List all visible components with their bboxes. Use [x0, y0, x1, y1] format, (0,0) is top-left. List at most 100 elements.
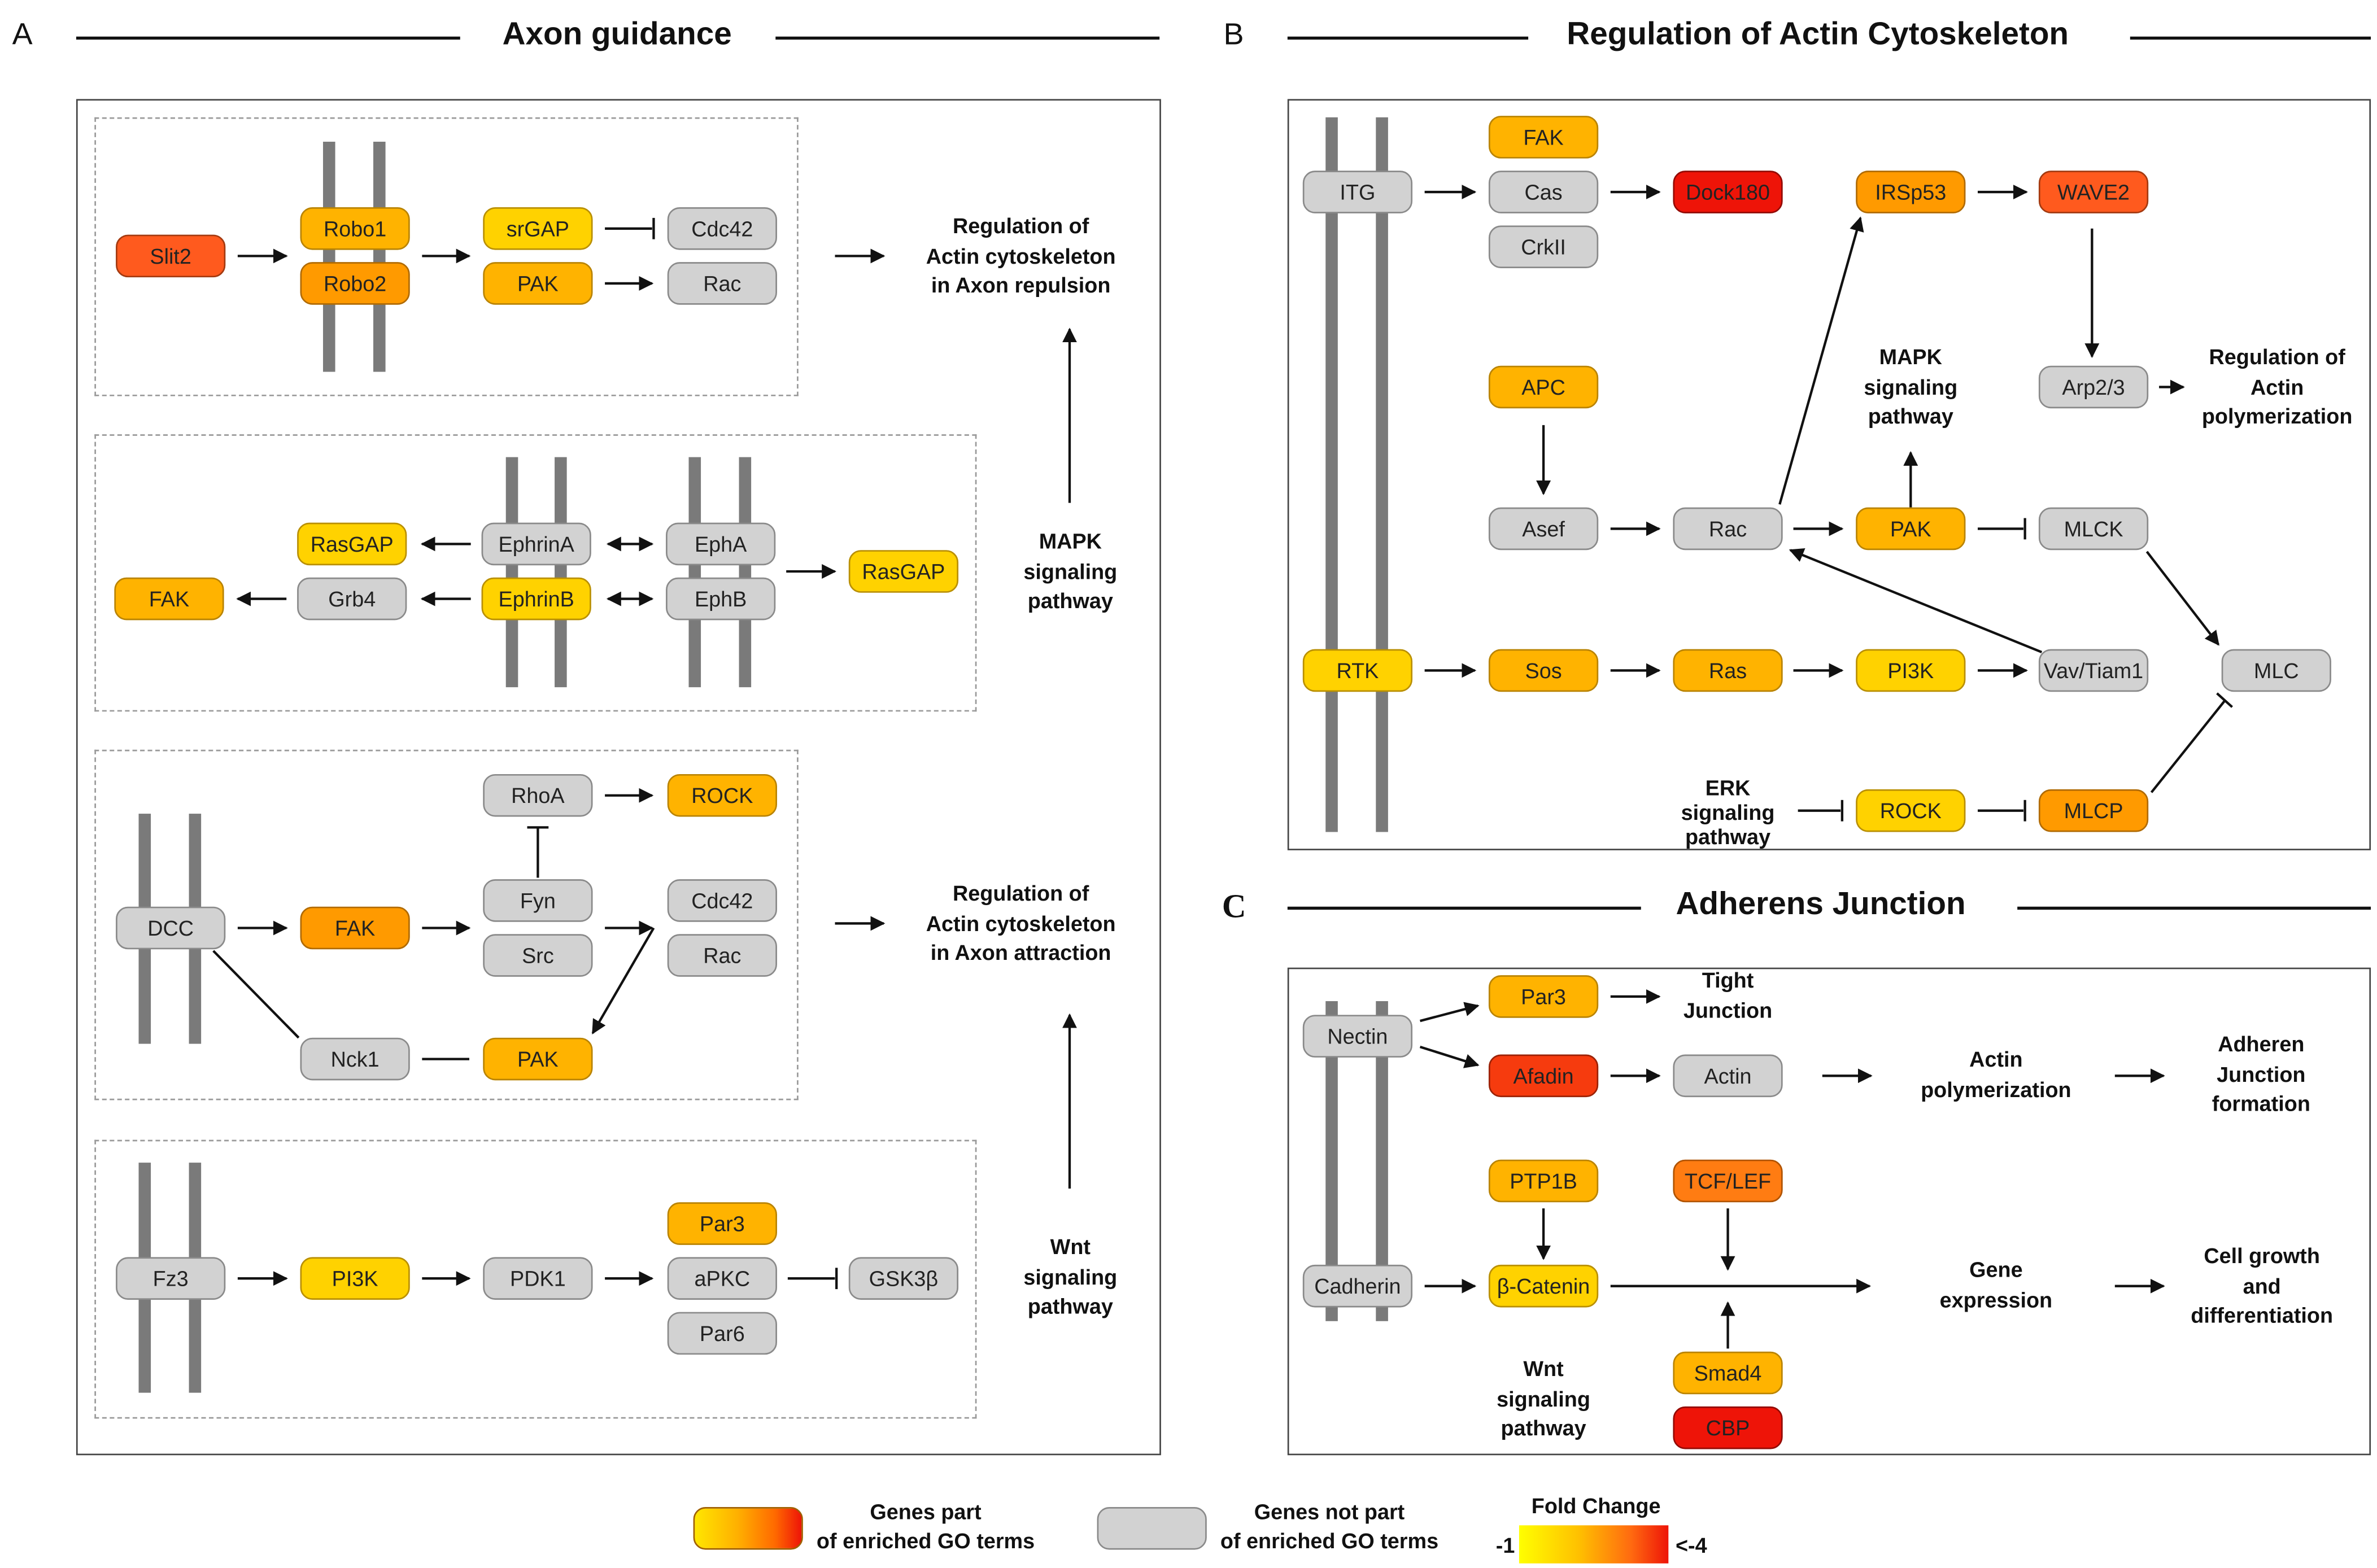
- node-irsp53: IRSp53: [1856, 171, 1966, 213]
- node-dock180: Dock180: [1673, 171, 1783, 213]
- node-epha: EphA: [666, 522, 776, 566]
- node-tcf-lef: TCF/LEF: [1673, 1159, 1783, 1203]
- label-axon-attraction: Regulation of Actin cytoskeleton in Axon…: [926, 880, 1116, 965]
- node-pak: PAK: [1856, 507, 1966, 551]
- panel-a-frame: [76, 99, 1161, 1456]
- node-ephrinb: EphrinB: [481, 577, 591, 621]
- node-par6: Par6: [667, 1312, 777, 1355]
- node-arp23: Arp2/3: [2038, 365, 2149, 409]
- node-beta-catenin: β-Catenin: [1488, 1264, 1599, 1308]
- legend-fold-change-title: Fold Change: [1531, 1493, 1661, 1518]
- fold-change-gradient-bar: [1519, 1525, 1669, 1563]
- label-mapk-pathway: MAPK signaling pathway: [1023, 529, 1118, 613]
- label-gene-expression: Gene expression: [1939, 1257, 2053, 1312]
- node-grb4: Grb4: [297, 577, 407, 621]
- node-rock: ROCK: [667, 774, 777, 817]
- node-fak: FAK: [114, 577, 224, 621]
- node-cdc42: Cdc42: [667, 879, 777, 922]
- node-vav-tiam1: Vav/Tiam1: [2038, 649, 2149, 692]
- node-src: Src: [483, 934, 593, 977]
- panel-a-rule-left: [76, 36, 460, 40]
- node-gsk3b: GSK3β: [848, 1257, 959, 1300]
- panel-b-rule-left: [1287, 36, 1529, 40]
- node-par3: Par3: [667, 1202, 777, 1245]
- label-adheren-junction: Adheren Junction formation: [2212, 1032, 2310, 1116]
- node-rasgap: RasGAP: [297, 522, 407, 566]
- node-rasgap: RasGAP: [848, 550, 959, 593]
- panel-c-rule-left: [1287, 906, 1641, 910]
- node-cbp: CBP: [1673, 1406, 1783, 1449]
- legend-fold-min: -1: [1495, 1532, 1515, 1558]
- panel-b-rule-right: [2130, 36, 2371, 40]
- node-ephrina: EphrinA: [481, 522, 591, 566]
- panel-a-title: Axon guidance: [502, 16, 732, 52]
- label-cell-growth: Cell growth and differentiation: [2191, 1243, 2334, 1327]
- legend-not-enriched-label: Genes not part of enriched GO terms: [1220, 1499, 1439, 1553]
- node-fak: FAK: [300, 906, 410, 950]
- node-ras: Ras: [1673, 649, 1783, 692]
- panel-b-title: Regulation of Actin Cytoskeleton: [1567, 16, 2069, 52]
- label-actin-polymerization: Actin polymerization: [1921, 1047, 2071, 1101]
- label-tight-junction: Tight Junction: [1683, 967, 1773, 1022]
- node-cdc42: Cdc42: [667, 207, 777, 250]
- node-dcc: DCC: [116, 906, 226, 950]
- label-wnt-pathway: Wnt signaling pathway: [1023, 1234, 1118, 1318]
- a-repulsion-group: [94, 117, 799, 396]
- node-robo2: Robo2: [300, 262, 410, 305]
- node-rock: ROCK: [1856, 789, 1966, 832]
- legend-not-enriched-swatch: [1097, 1507, 1207, 1550]
- node-apkc: aPKC: [667, 1257, 777, 1300]
- node-robo1: Robo1: [300, 207, 410, 250]
- node-apc: APC: [1488, 365, 1599, 409]
- node-smad4: Smad4: [1673, 1351, 1783, 1395]
- node-afadin: Afadin: [1488, 1054, 1599, 1098]
- node-rac: Rac: [667, 934, 777, 977]
- panel-c-frame: [1287, 967, 2371, 1456]
- legend-fold-max: <-4: [1675, 1532, 1707, 1558]
- node-pdk1: PDK1: [483, 1257, 593, 1300]
- node-rac: Rac: [1673, 507, 1783, 551]
- node-mlc: MLC: [2221, 649, 2331, 692]
- label-actin-polymerization: Regulation of Actin polymerization: [2201, 344, 2353, 429]
- node-rac: Rac: [667, 262, 777, 305]
- panel-c-title: Adherens Junction: [1676, 886, 1966, 922]
- node-pak: PAK: [483, 262, 593, 305]
- node-sos: Sos: [1488, 649, 1599, 692]
- node-ptp1b: PTP1B: [1488, 1159, 1599, 1203]
- node-pi3k: PI3K: [1856, 649, 1966, 692]
- node-slit2: Slit2: [116, 234, 226, 278]
- label-mapk-pathway: MAPK signaling pathway: [1864, 344, 1958, 429]
- a-wnt-group: [94, 1139, 977, 1419]
- node-nectin: Nectin: [1302, 1015, 1413, 1058]
- node-asef: Asef: [1488, 507, 1599, 551]
- panel-b-frame: [1287, 99, 2371, 850]
- node-cas: Cas: [1488, 171, 1599, 213]
- panel-c-letter: C: [1222, 886, 1246, 925]
- panel-b-letter: B: [1223, 18, 1244, 52]
- a-ephrin-group: [94, 434, 977, 712]
- membrane-bar: [688, 457, 701, 688]
- panel-c-rule-right: [2017, 906, 2371, 910]
- legend-enriched-swatch: [693, 1507, 803, 1550]
- node-mlck: MLCK: [2038, 507, 2149, 551]
- node-mlcp: MLCP: [2038, 789, 2149, 832]
- panel-a-rule-right: [775, 36, 1160, 40]
- node-actin: Actin: [1673, 1054, 1783, 1098]
- membrane-bar: [555, 457, 567, 688]
- node-pi3k: PI3K: [300, 1257, 410, 1300]
- membrane-bar: [505, 457, 518, 688]
- membrane-bar: [1325, 1001, 1338, 1321]
- membrane-bar: [322, 141, 335, 372]
- panel-a-letter: A: [12, 18, 33, 52]
- label-wnt-pathway: Wnt signaling pathway: [1497, 1356, 1590, 1440]
- node-rtk: RTK: [1302, 649, 1413, 692]
- label-axon-repulsion: Regulation of Actin cytoskeleton in Axon…: [926, 213, 1116, 298]
- membrane-bar: [1376, 1001, 1388, 1321]
- node-ephb: EphB: [666, 577, 776, 621]
- node-pak: PAK: [483, 1037, 593, 1081]
- legend-enriched-label: Genes part of enriched GO terms: [816, 1499, 1035, 1553]
- a-attraction-group: [94, 749, 799, 1100]
- node-rhoa: RhoA: [483, 774, 593, 817]
